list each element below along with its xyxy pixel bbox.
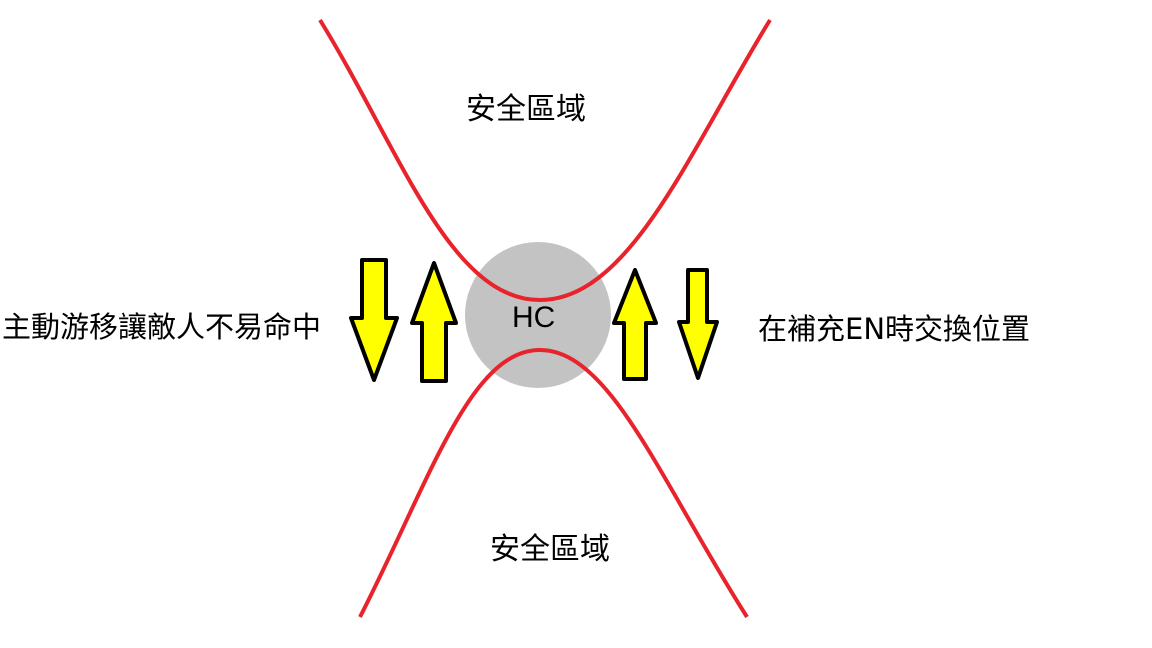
lower-boundary-curve [358, 347, 749, 619]
upper-boundary-curve [318, 18, 772, 303]
arrow-up-left-inner [410, 261, 458, 383]
arrow-down-left-outer [349, 258, 399, 382]
arrow-down-right-outer [677, 268, 719, 380]
safe-zone-top-label: 安全區域 [466, 92, 586, 127]
left-caption: 主動游移讓敵人不易命中 [2, 310, 322, 344]
safe-zone-bottom-label: 安全區域 [490, 532, 610, 567]
right-caption: 在補充EN時交換位置 [758, 312, 1031, 346]
hc-label: HC [512, 301, 556, 334]
arrow-up-right-inner [612, 268, 658, 381]
hc-circle [465, 242, 611, 388]
